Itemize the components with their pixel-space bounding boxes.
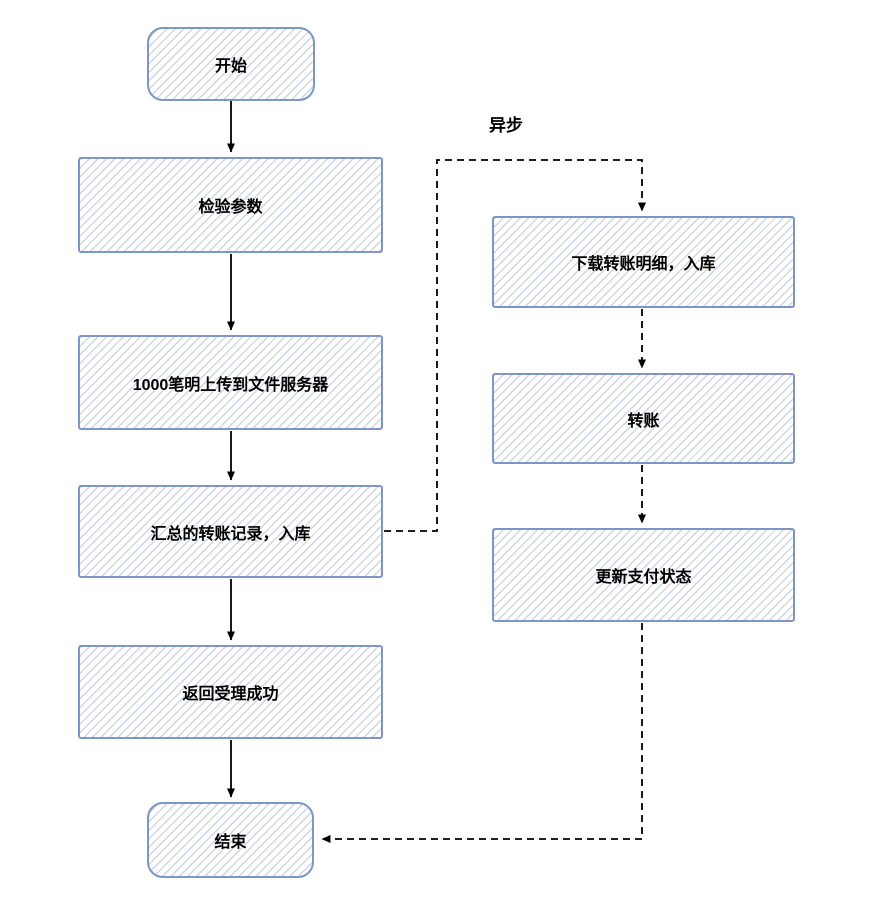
flow-node-check-params-label: 检验参数 [198,199,263,216]
flow-node-return-success: 返回受理成功 [78,645,387,745]
flow-node-summary-records: 汇总的转账记录，入库 [78,485,387,584]
flow-node-download-details: 下载转账明细，入库 [492,216,799,314]
flow-node-upload-details-label: 1000笔明上传到文件服务器 [132,376,329,394]
flow-node-end-label: 结束 [214,834,247,851]
flow-node-start: 开始 [147,27,319,107]
flow-node-transfer: 转账 [492,373,799,470]
flow-node-update-status-label: 更新支付状态 [595,569,692,586]
flow-node-transfer-label: 转账 [627,412,660,430]
flow-node-check-params: 检验参数 [78,157,387,259]
async-annotation-label: 异步 [489,116,523,135]
flow-node-summary-records-label: 汇总的转账记录，入库 [150,525,311,543]
flow-node-update-status: 更新支付状态 [492,528,799,628]
flow-node-end: 结束 [147,802,318,884]
flow-node-upload-details: 1000笔明上传到文件服务器 [78,335,387,436]
flow-node-start-label: 开始 [214,58,247,75]
flow-node-download-details-label: 下载转账明细，入库 [571,256,716,273]
flow-node-return-success-label: 返回受理成功 [182,686,279,703]
